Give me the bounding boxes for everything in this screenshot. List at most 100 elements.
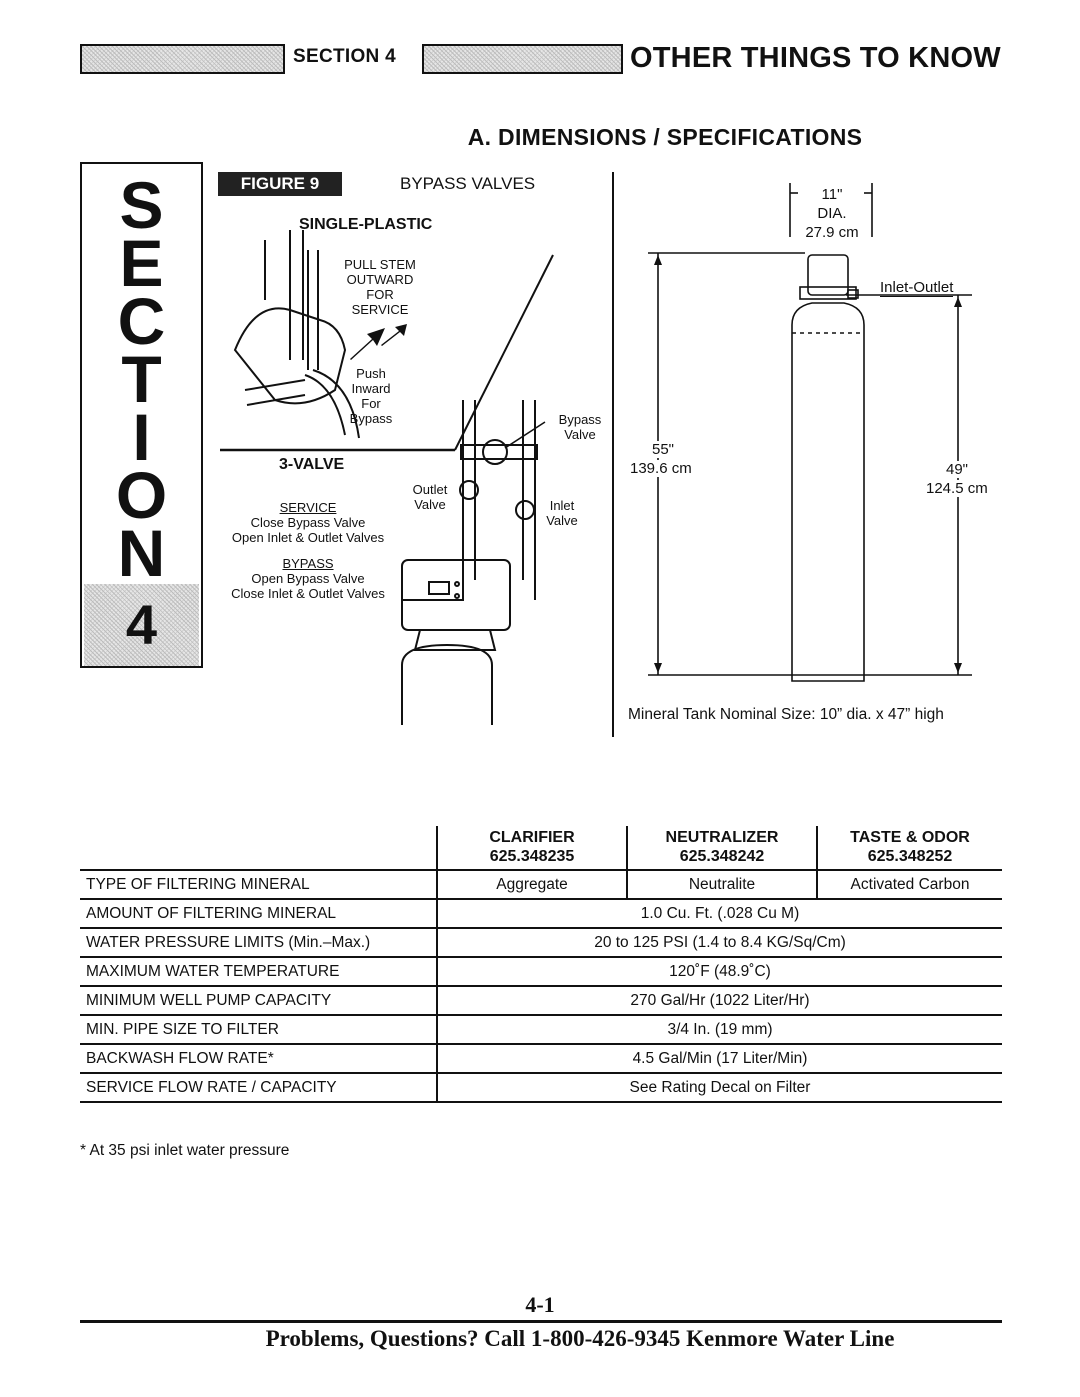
head-collar [413, 629, 497, 651]
row-value: Neutralite [626, 869, 817, 900]
row-value: 4.5 Gal/Min (17 Liter/Min) [436, 1044, 1002, 1074]
push-line: For [361, 396, 381, 411]
table-row: TYPE OF FILTERING MINERAL Aggregate Neut… [80, 869, 1002, 900]
outlet-valve-handle [459, 480, 479, 500]
bypass-pipe [460, 444, 538, 460]
row-value: 20 to 125 PSI (1.4 to 8.4 KG/Sq/Cm) [436, 928, 1002, 958]
tab-letter: I [132, 400, 151, 474]
tab-letter: C [117, 284, 166, 358]
filter-head [807, 254, 849, 296]
pull-line: FOR [366, 287, 394, 302]
inlet-outlet-port [847, 289, 859, 299]
bypass-instructions: BYPASS Open Bypass Valve Close Inlet & O… [215, 556, 401, 601]
control-button [454, 593, 460, 599]
tank-dimension-diagram [648, 183, 972, 682]
figure-title: BYPASS VALVES [400, 174, 536, 193]
pipe-line [403, 580, 464, 601]
push-line: Bypass [349, 411, 393, 426]
tab-letter: T [121, 342, 162, 416]
row-value: 3/4 In. (19 mm) [436, 1015, 1002, 1045]
arrow-up-icon [954, 297, 962, 307]
height-total-inches: 55" [652, 441, 675, 458]
diameter-cm: 27.9 cm [794, 224, 870, 241]
model-header: CLARIFIER 625.348235 [436, 826, 627, 870]
height-io-inches: 49" [946, 461, 969, 478]
bypass-valve-line: Bypass [558, 412, 602, 427]
section-label: SECTION 4 [293, 46, 396, 67]
table-row: WATER PRESSURE LIMITS (Min.–Max.) 20 to … [80, 928, 1002, 958]
row-value: See Rating Decal on Filter [436, 1073, 1002, 1103]
bypass-valve-line: Valve [564, 427, 596, 442]
table-row: AMOUNT OF FILTERING MINERAL 1.0 Cu. Ft. … [80, 899, 1002, 929]
model-number: 625.348252 [867, 848, 953, 865]
filter-tank [791, 302, 865, 682]
service-instructions: SERVICE Close Bypass Valve Open Inlet & … [215, 500, 401, 545]
pull-stem-text: PULL STEM OUTWARD FOR SERVICE [330, 257, 430, 317]
height-total-cm: 139.6 cm [630, 460, 692, 477]
control-button [454, 581, 460, 587]
diameter-inches: 11" [808, 186, 856, 203]
inlet-valve-line: Inlet [549, 498, 575, 513]
table-row: MINIMUM WELL PUMP CAPACITY 270 Gal/Hr (1… [80, 986, 1002, 1016]
row-label: SERVICE FLOW RATE / CAPACITY [80, 1073, 437, 1103]
tab-letter: S [119, 168, 164, 242]
row-label: MIN. PIPE SIZE TO FILTER [80, 1015, 437, 1045]
table-row: MAXIMUM WATER TEMPERATURE 120˚F (48.9˚C) [80, 957, 1002, 987]
header-bar-left [80, 44, 285, 74]
tab-letter: N [117, 516, 166, 590]
push-arrow-icon [350, 328, 385, 360]
outlet-valve-line: Valve [414, 497, 446, 512]
bypass-valves-illustration [220, 230, 554, 725]
row-label: BACKWASH FLOW RATE* [80, 1044, 437, 1074]
row-label: MAXIMUM WATER TEMPERATURE [80, 957, 437, 987]
header-blank-cell [80, 826, 437, 871]
pull-arrow-icon [381, 324, 407, 346]
service-heading: SERVICE [279, 500, 337, 515]
row-value: 270 Gal/Hr (1022 Liter/Hr) [436, 986, 1002, 1016]
diameter-label: DIA. [817, 205, 847, 222]
pull-line: OUTWARD [346, 272, 414, 287]
outlet-valve-line: Outlet [412, 482, 448, 497]
row-value: 1.0 Cu. Ft. (.028 Cu M) [436, 899, 1002, 929]
table-row: BACKWASH FLOW RATE* 4.5 Gal/Min (17 Lite… [80, 1044, 1002, 1074]
arrow-down-icon [954, 663, 962, 673]
valve-body [233, 307, 347, 405]
pull-line: SERVICE [351, 302, 409, 317]
hose [312, 369, 360, 439]
footnote: * At 35 psi inlet water pressure [80, 1142, 290, 1159]
service-line: Close Bypass Valve [250, 515, 366, 530]
push-line: Inward [351, 381, 391, 396]
inlet-valve-line: Valve [546, 513, 578, 528]
model-header: NEUTRALIZER 625.348242 [626, 826, 817, 870]
single-plastic-heading: SINGLE-PLASTIC [299, 216, 433, 233]
figure-divider [612, 172, 614, 737]
tank-top [401, 643, 493, 725]
push-line: Push [356, 366, 386, 381]
bypass-valve-handle [482, 439, 508, 465]
model-header: TASTE & ODOR 625.348252 [816, 826, 1002, 870]
bypass-heading: BYPASS [282, 556, 334, 571]
arrow-down-icon [654, 663, 662, 673]
hose [304, 374, 346, 436]
tab-letter: O [115, 458, 168, 532]
tank-caption: Mineral Tank Nominal Size: 10” dia. x 47… [628, 706, 944, 723]
subheading: A. DIMENSIONS / SPECIFICATIONS [467, 124, 863, 150]
filter-collar [799, 286, 857, 300]
model-name: TASTE & ODOR [850, 829, 970, 846]
inlet-valve-label: Inlet Valve [540, 498, 584, 528]
service-line: Open Inlet & Outlet Valves [231, 530, 385, 545]
bypass-leader [504, 421, 546, 449]
model-name: NEUTRALIZER [665, 829, 779, 846]
model-number: 625.348242 [679, 848, 765, 865]
table-row: SERVICE FLOW RATE / CAPACITY See Rating … [80, 1073, 1002, 1103]
row-value: Activated Carbon [816, 869, 1002, 900]
bypass-line: Close Inlet & Outlet Valves [231, 586, 385, 601]
footer-rule [80, 1320, 1002, 1323]
section-side-tab: S E C T I O N 4 [80, 162, 203, 668]
row-label: AMOUNT OF FILTERING MINERAL [80, 899, 437, 929]
three-valve-heading: 3-VALVE [279, 456, 345, 473]
bypass-valve-label: Bypass Valve [552, 412, 608, 442]
bypass-line: Open Bypass Valve [251, 571, 365, 586]
inlet-valve-handle [515, 500, 535, 520]
row-label: WATER PRESSURE LIMITS (Min.–Max.) [80, 928, 437, 958]
